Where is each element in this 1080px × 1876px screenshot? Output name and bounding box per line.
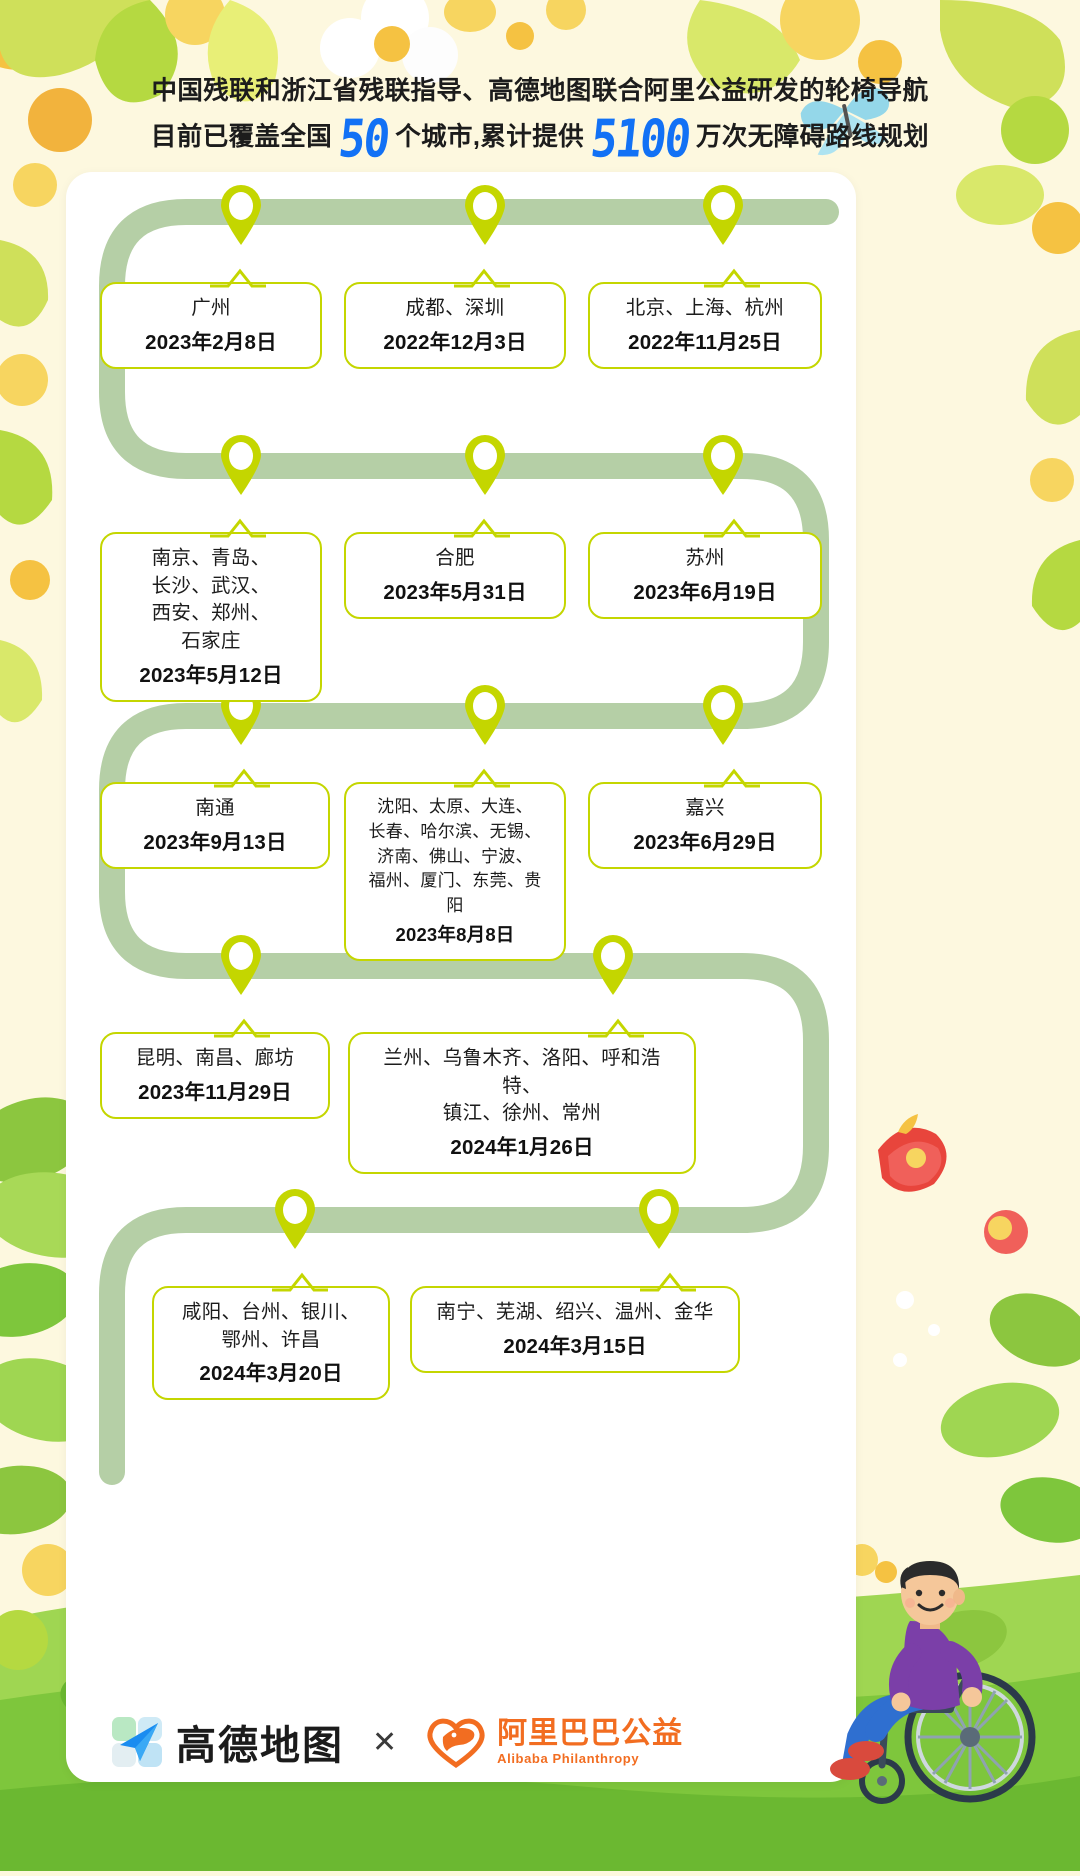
timeline-card-suzhou[interactable]: 苏州 2023年6月19日	[588, 518, 822, 619]
card-cities: 南京、青岛、 长沙、武汉、 西安、郑州、 石家庄	[151, 547, 271, 653]
map-pin-icon	[275, 1189, 315, 1249]
card-pointer-icon	[210, 518, 266, 538]
map-pin-icon	[465, 185, 505, 245]
card-cities: 昆明、南昌、廊坊	[135, 1047, 295, 1069]
card-pointer-icon	[272, 1272, 328, 1292]
card-date: 2023年9月13日	[143, 830, 287, 854]
header-line2-part1: 目前已覆盖全国	[150, 122, 333, 151]
card-pointer-icon	[210, 268, 266, 288]
footer-logos: 高德地图 ✕ 阿里巴巴公益 Alibaba Philanthropy	[110, 1713, 683, 1771]
timeline-card-chengdu-shenzhen[interactable]: 成都、深圳 2022年12月3日	[344, 268, 566, 369]
stat-route-count: 5100	[587, 108, 693, 170]
wheelchair-user-illustration	[830, 1561, 1036, 1804]
timeline-card-xianyang-group[interactable]: 咸阳、台州、银川、 鄂州、许昌 2024年3月20日	[152, 1272, 390, 1401]
card-pointer-icon	[704, 268, 760, 288]
map-pin-icon	[465, 435, 505, 495]
card-cities: 沈阳、太原、大连、 长春、哈尔滨、无锡、 济南、佛山、宁波、 福州、厦门、东莞、…	[368, 797, 542, 916]
card-cities: 南宁、芜湖、绍兴、温州、金华	[436, 1301, 714, 1323]
timeline-card-shenyang-group[interactable]: 沈阳、太原、大连、 长春、哈尔滨、无锡、 济南、佛山、宁波、 福州、厦门、东莞、…	[344, 768, 566, 962]
timeline-card-nanning-group[interactable]: 南宁、芜湖、绍兴、温州、金华 2024年3月15日	[410, 1272, 740, 1373]
map-pin-icon	[221, 185, 261, 245]
ali-name-en: Alibaba Philanthropy	[497, 1751, 640, 1766]
timeline-card-kunming-group[interactable]: 昆明、南昌、廊坊 2023年11月29日	[100, 1018, 330, 1119]
timeline-panel: 广州 2023年2月8日 成都、深圳 2022年12月3日 北京、上海、杭州 2…	[66, 172, 856, 1782]
map-pin-icon	[703, 435, 743, 495]
card-pointer-icon	[704, 518, 760, 538]
card-date: 2024年3月20日	[199, 1362, 343, 1386]
map-pin-icon	[221, 935, 261, 995]
road-path	[99, 199, 839, 1485]
header-line2-part2: 个城市,累计提供	[395, 122, 584, 151]
card-date: 2023年2月8日	[145, 330, 277, 354]
card-pointer-icon	[454, 268, 510, 288]
header: 中国残联和浙江省残联指导、高德地图联合阿里公益研发的轮椅导航 目前已覆盖全国 5…	[0, 0, 1080, 169]
card-date: 2023年5月12日	[139, 663, 283, 687]
card-pointer-icon	[640, 1272, 696, 1292]
card-cities: 咸阳、台州、银川、 鄂州、许昌	[181, 1301, 361, 1351]
timeline-card-lanzhou-group[interactable]: 兰州、乌鲁木齐、洛阳、呼和浩特、 镇江、徐州、常州 2024年1月26日	[348, 1018, 696, 1175]
header-line-1: 中国残联和浙江省残联指导、高德地图联合阿里公益研发的轮椅导航	[151, 77, 929, 105]
collab-separator-icon: ✕	[372, 1725, 398, 1759]
card-cities: 北京、上海、杭州	[625, 297, 785, 319]
card-cities: 嘉兴	[685, 797, 725, 819]
timeline-card-hefei[interactable]: 合肥 2023年5月31日	[344, 518, 566, 619]
ali-name-cn: 阿里巴巴公益	[497, 1717, 684, 1750]
card-cities: 南通	[195, 797, 235, 819]
amap-icon	[112, 1717, 162, 1767]
card-pointer-icon	[454, 768, 510, 788]
card-cities: 兰州、乌鲁木齐、洛阳、呼和浩特、 镇江、徐州、常州	[383, 1047, 661, 1125]
card-pointer-icon	[214, 768, 270, 788]
card-date: 2023年6月19日	[633, 580, 777, 604]
amap-logo: 高德地图	[110, 1713, 344, 1771]
map-pin-icon	[703, 685, 743, 745]
card-date: 2024年1月26日	[450, 1136, 594, 1160]
map-pin-icon	[221, 435, 261, 495]
card-date: 2024年3月15日	[503, 1334, 647, 1358]
timeline-card-beijing-shanghai-hangzhou[interactable]: 北京、上海、杭州 2022年11月25日	[588, 268, 822, 369]
heart-hand-icon	[427, 1718, 485, 1769]
timeline-card-guangzhou[interactable]: 广州 2023年2月8日	[100, 268, 322, 369]
map-pin-icon	[639, 1189, 679, 1249]
card-pointer-icon	[214, 1018, 270, 1038]
card-date: 2022年12月3日	[383, 330, 527, 354]
card-pointer-icon	[454, 518, 510, 538]
timeline-card-nantong[interactable]: 南通 2023年9月13日	[100, 768, 330, 869]
map-pin-icon	[465, 685, 505, 745]
card-cities: 苏州	[685, 547, 725, 569]
card-date: 2023年6月29日	[633, 830, 777, 854]
timeline-card-jiaxing[interactable]: 嘉兴 2023年6月29日	[588, 768, 822, 869]
card-cities: 广州	[191, 297, 231, 319]
header-line2-part3: 万次无障碍路线规划	[695, 122, 930, 151]
header-line-2: 目前已覆盖全国 50 个城市,累计提供 5100 万次无障碍路线规划	[70, 109, 1010, 169]
map-pin-icon	[593, 935, 633, 995]
card-date: 2023年5月31日	[383, 580, 527, 604]
card-date: 2022年11月25日	[628, 330, 782, 354]
card-pointer-icon	[704, 768, 760, 788]
amap-name: 高德地图	[176, 1724, 344, 1768]
card-date: 2023年11月29日	[138, 1080, 292, 1104]
stat-city-count: 50	[336, 108, 392, 170]
card-pointer-icon	[588, 1018, 644, 1038]
card-cities: 合肥	[435, 547, 475, 569]
card-date: 2023年8月8日	[395, 924, 515, 946]
alibaba-philanthropy-logo: 阿里巴巴公益 Alibaba Philanthropy	[425, 1715, 683, 1769]
card-cities: 成都、深圳	[405, 297, 505, 319]
timeline-card-nanjing-group[interactable]: 南京、青岛、 长沙、武汉、 西安、郑州、 石家庄 2023年5月12日	[100, 518, 322, 702]
map-pin-icon	[703, 185, 743, 245]
